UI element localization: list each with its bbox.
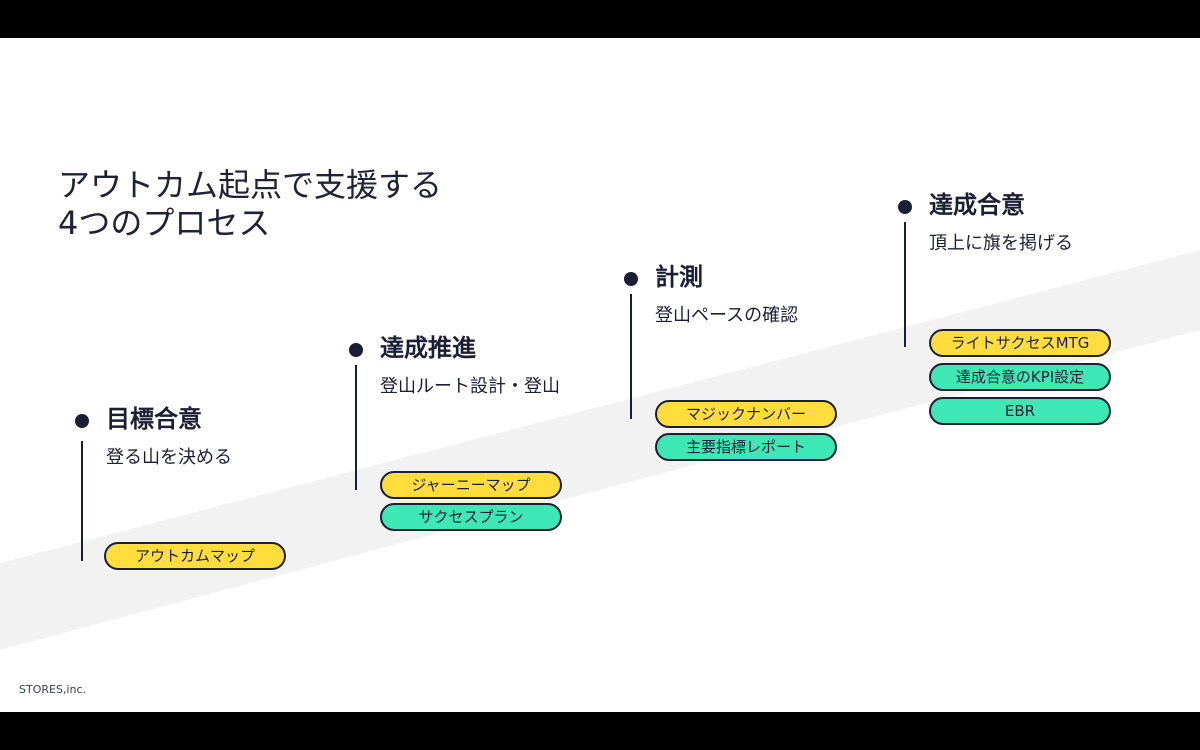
step-subtitle: 登山ルート設計・登山 [380, 376, 560, 397]
tag-pill: ジャーニーマップ [380, 471, 562, 499]
step-heading: 達成合意 [929, 191, 1025, 219]
step-subtitle: 登山ペースの確認 [655, 305, 799, 326]
company-logo-text: STORES,inc. [19, 683, 87, 696]
step-dot [624, 272, 638, 286]
tag-pill: 達成合意のKPI設定 [929, 363, 1111, 391]
title-line-1: アウトカム起点で支援する [58, 166, 443, 204]
tag-pill: サクセスプラン [380, 503, 562, 531]
tag-pill: 主要指標レポート [655, 433, 837, 461]
step-line [81, 441, 83, 561]
step-dot [75, 414, 89, 428]
diagonal-band [0, 250, 1200, 650]
step-heading: 達成推進 [380, 334, 476, 362]
slide-title: アウトカム起点で支援する 4つのプロセス [58, 166, 442, 242]
step-subtitle: 頂上に旗を掲げる [929, 233, 1073, 254]
tag-pill: アウトカムマップ [104, 542, 286, 570]
tag-pill: EBR [929, 397, 1111, 425]
step-heading: 計測 [655, 263, 703, 291]
step-line [904, 222, 906, 347]
slide: アウトカム起点で支援する 4つのプロセス 目標合意 登る山を決める アウトカムマ… [0, 38, 1200, 712]
step-heading: 目標合意 [106, 405, 202, 433]
title-line-2: 4つのプロセス [58, 204, 271, 242]
tag-pill: ライトサクセスMTG [929, 329, 1111, 357]
step-line [630, 294, 632, 419]
step-dot [349, 343, 363, 357]
step-line [355, 365, 357, 490]
step-dot [898, 200, 912, 214]
tag-pill: マジックナンバー [655, 400, 837, 428]
step-subtitle: 登る山を決める [106, 447, 232, 468]
